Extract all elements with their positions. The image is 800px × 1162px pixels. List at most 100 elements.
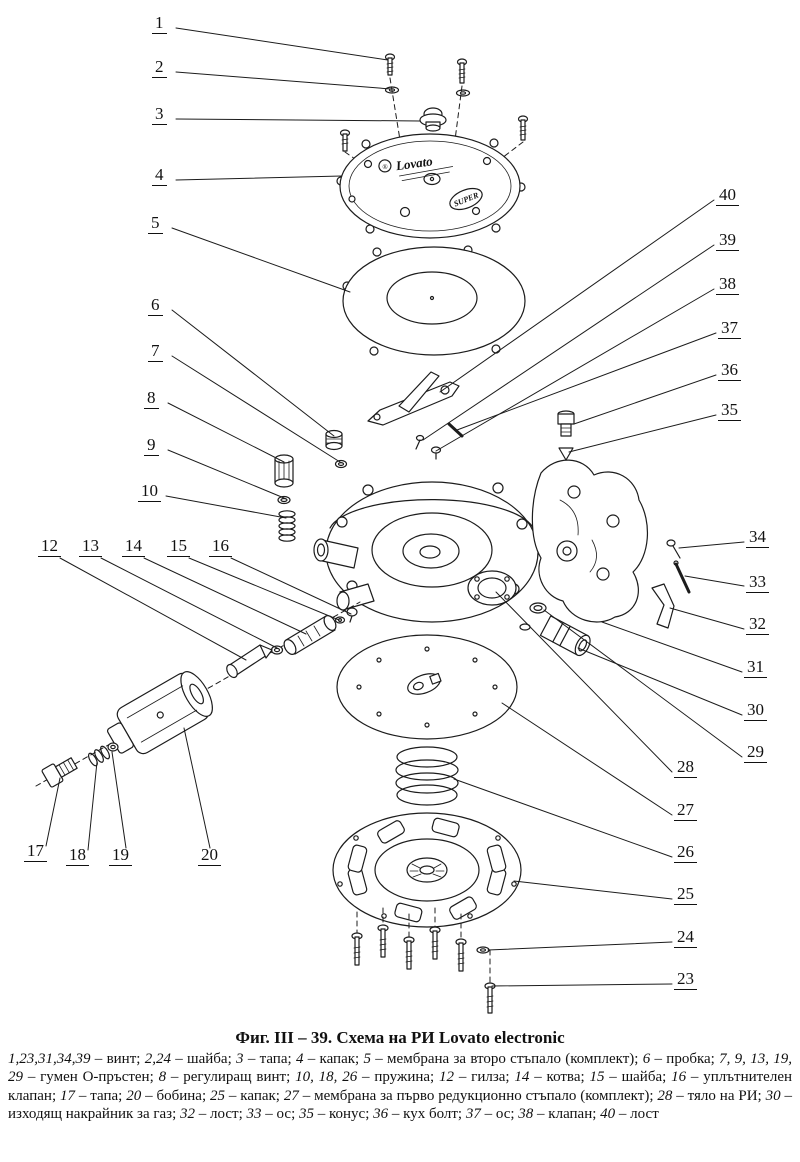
callout-17: 17	[24, 842, 47, 862]
part-hollow-bolt-36	[557, 410, 575, 437]
part-cap	[419, 107, 447, 132]
leader-lines	[45, 27, 745, 987]
parts-list-nums: 30	[765, 1087, 781, 1104]
callout-26: 26	[674, 843, 697, 863]
part-washers-top	[384, 86, 471, 97]
leader-37	[456, 332, 717, 431]
part-coil-20	[107, 671, 213, 755]
part-screws-top	[339, 53, 529, 152]
parts-list-nums: 5	[363, 1051, 371, 1067]
part-sleeve-12	[226, 644, 273, 679]
callout-28: 28	[674, 758, 697, 778]
parts-list-nums: 20	[126, 1087, 142, 1104]
leader-33	[684, 575, 745, 587]
callout-10: 10	[138, 482, 161, 502]
parts-list-nums: 32	[180, 1105, 196, 1122]
parts-list-nums: 17	[60, 1087, 75, 1104]
parts-list-nums: 3	[236, 1051, 244, 1067]
callout-29: 29	[744, 743, 767, 763]
logo-reg-mark: ®	[382, 162, 389, 171]
part-oring-19	[107, 742, 119, 752]
exploded-diagram: ® Lovato SUPER	[24, 14, 769, 1014]
parts-list-nums: 35	[298, 1105, 314, 1122]
callout-37: 37	[718, 319, 741, 339]
leader-38	[435, 288, 715, 452]
callout-34: 34	[746, 528, 769, 548]
leader-28	[495, 591, 673, 773]
part-body-28	[313, 481, 539, 623]
part-spring-18	[87, 745, 111, 767]
leader-7	[171, 355, 341, 463]
callout-19: 19	[109, 846, 132, 866]
callout-38: 38	[716, 275, 739, 295]
callout-30: 30	[744, 701, 767, 721]
part-valve-16	[346, 607, 358, 623]
cover-slots	[347, 817, 507, 923]
callout-3: 3	[152, 105, 167, 125]
part-washer-24	[476, 946, 490, 954]
part-screws-bottom-23	[351, 924, 496, 1014]
leader-19	[111, 751, 127, 849]
part-top-cover: ® Lovato SUPER	[336, 133, 526, 239]
callout-18: 18	[66, 846, 89, 866]
part-diaphragm-stage2	[342, 245, 526, 356]
leader-40	[439, 199, 715, 393]
leader-9	[167, 449, 285, 499]
callout-15: 15	[167, 537, 190, 557]
callout-9: 9	[144, 436, 159, 456]
part-oring-13	[270, 645, 284, 655]
leader-18	[87, 761, 98, 851]
leader-16	[230, 557, 352, 615]
callout-2: 2	[152, 58, 167, 78]
parts-list-nums: 10, 18, 26	[295, 1069, 358, 1086]
leader-34	[678, 541, 745, 549]
logo-brand-text: Lovato	[394, 153, 434, 173]
part-pin-33	[673, 560, 691, 594]
part-oring-7	[334, 459, 348, 469]
callout-8: 8	[144, 389, 159, 409]
part-plug-6	[325, 429, 343, 451]
callout-32: 32	[746, 615, 769, 635]
part-diaphragm-stage1	[336, 634, 518, 740]
callout-36: 36	[718, 361, 741, 381]
cover-slot	[431, 817, 460, 838]
leader-36	[573, 374, 717, 425]
callout-16: 16	[209, 537, 232, 557]
leader-31	[601, 621, 743, 673]
callout-24: 24	[674, 928, 697, 948]
parts-list-nums: 16	[671, 1069, 687, 1086]
super-badge: SUPER	[449, 187, 483, 211]
part-screw-39	[415, 434, 425, 450]
parts-list-nums: 40	[600, 1105, 616, 1122]
callout-12: 12	[38, 537, 61, 557]
part-bracket	[531, 459, 648, 623]
part-screw-34	[666, 539, 681, 559]
part-spring-10	[278, 510, 296, 542]
leader-5	[171, 227, 351, 293]
cover-slot	[377, 820, 405, 844]
leader-8	[167, 402, 285, 463]
part-lever-top	[367, 371, 464, 460]
leader-3	[175, 118, 421, 122]
leader-35	[568, 414, 717, 453]
leader-14	[143, 557, 307, 635]
parts-list-nums: 27	[283, 1087, 299, 1104]
part-plug-17	[41, 757, 78, 788]
callout-27: 27	[674, 801, 697, 821]
part-pin-37	[447, 422, 464, 438]
leader-24	[487, 941, 673, 951]
leader-13	[100, 557, 278, 649]
callout-5: 5	[148, 214, 163, 234]
callout-40: 40	[716, 186, 739, 206]
parts-list-nums: 8	[158, 1069, 167, 1086]
diagram-drawing: ® Lovato SUPER	[35, 27, 745, 1014]
leader-39	[422, 244, 715, 441]
callout-35: 35	[718, 401, 741, 421]
parts-list-nums: 15	[589, 1069, 605, 1086]
callout-7: 7	[148, 342, 163, 362]
cover-slot	[449, 896, 477, 920]
leader-26	[453, 778, 673, 858]
part-adjust-screw-8	[274, 454, 294, 488]
leader-2	[175, 71, 392, 90]
parts-list-nums: 36	[373, 1105, 389, 1122]
